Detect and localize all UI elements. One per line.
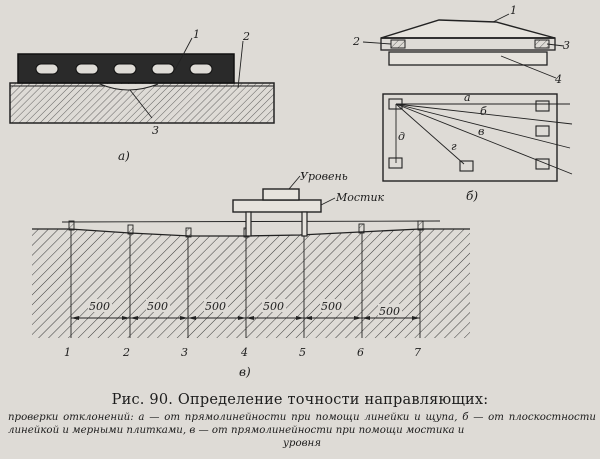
subfigure-v: Уровень Мостик xyxy=(32,170,470,379)
guideway-base xyxy=(9,82,275,124)
subfigure-b-label: б) xyxy=(466,189,478,203)
span-4: 500 xyxy=(263,300,284,313)
point-5: 5 xyxy=(299,346,306,359)
subfigure-a: 1 2 3 а) xyxy=(9,28,275,163)
line-label-v: в xyxy=(478,125,484,138)
gauge-block-right xyxy=(534,39,550,49)
subfigure-b: 1 2 3 4 а б в г д б) xyxy=(352,4,573,203)
bridge-label: Мостик xyxy=(335,191,385,204)
level-label: Уровень xyxy=(300,170,348,183)
callout-b-3: 3 xyxy=(563,39,570,52)
spirit-level xyxy=(262,188,300,201)
guideway-profile xyxy=(32,229,470,338)
subfigure-a-label: а) xyxy=(118,149,130,163)
line-label-b: б xyxy=(480,105,487,118)
callout-a-1: 1 xyxy=(193,28,200,41)
plate-side xyxy=(388,51,548,66)
callout-b-4: 4 xyxy=(554,73,562,86)
figure-caption-text: проверки отклонений: а — от прямолинейно… xyxy=(8,411,596,450)
span-6: 500 xyxy=(379,305,400,318)
feeler-gauge xyxy=(99,83,159,91)
callout-b-2: 2 xyxy=(352,35,360,48)
point-6: 6 xyxy=(357,346,364,359)
callout-a-3: 3 xyxy=(152,124,159,137)
point-1: 1 xyxy=(64,346,71,359)
point-3: 3 xyxy=(181,346,188,359)
line-label-d: д xyxy=(398,130,405,143)
callout-b-1: 1 xyxy=(510,4,517,17)
line-label-a: а xyxy=(464,91,471,104)
straightedge-side xyxy=(380,19,556,39)
plate-plan xyxy=(382,93,558,182)
guideway-accuracy-figure: 1 2 3 а) 1 2 3 4 xyxy=(9,4,573,379)
bridge-leg-left xyxy=(245,211,252,237)
line-label-g: г xyxy=(451,140,457,153)
span-3: 500 xyxy=(205,300,226,313)
figure-caption-title: Рис. 90. Определение точности направляющ… xyxy=(111,392,489,408)
span-5: 500 xyxy=(321,300,342,313)
gauge-block-left xyxy=(390,39,406,49)
span-2: 500 xyxy=(147,300,168,313)
point-2: 2 xyxy=(122,346,130,359)
span-1: 500 xyxy=(89,300,110,313)
caption-body: проверки отклонений: а — от прямолинейно… xyxy=(8,412,596,436)
point-4: 4 xyxy=(240,346,248,359)
point-7: 7 xyxy=(414,346,421,359)
callout-a-2: 2 xyxy=(242,30,250,43)
caption-last-line: уровня xyxy=(283,438,321,449)
subfigure-v-label: в) xyxy=(239,365,251,379)
bridge-leg-right xyxy=(301,211,308,237)
bridge xyxy=(232,199,322,213)
